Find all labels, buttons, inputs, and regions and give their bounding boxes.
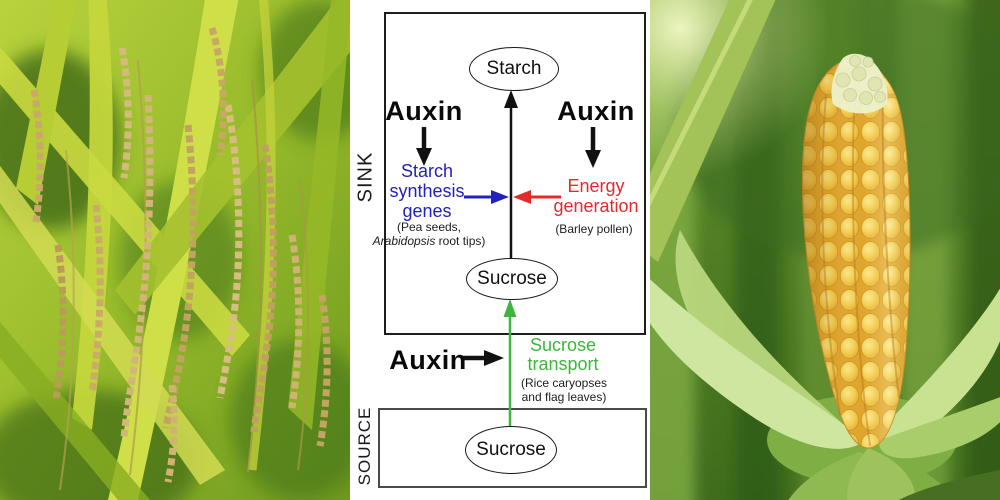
- starch-synthesis-line1: Starch: [400, 161, 454, 181]
- sink-sucrose-node: Sucrose: [466, 258, 558, 300]
- energy-generation-label: Energy generation: [553, 176, 638, 216]
- corn-ear: [801, 53, 911, 449]
- sink-sucrose-text: Sucrose: [477, 268, 547, 289]
- root-tips-text: root tips): [435, 233, 486, 248]
- corn-ear-photo: [650, 0, 1000, 500]
- energy-generation-line1: Energy: [567, 176, 625, 196]
- starch-synthesis-genes-label: Starch synthesis genes: [389, 161, 464, 221]
- auxin-label-left: Auxin: [385, 96, 463, 126]
- source-label: SOURCE: [355, 406, 374, 486]
- auxin-transport-diagram: SINK SOURCE Starch Sucrose Sucrose Auxin…: [350, 0, 650, 500]
- starch-node: Starch: [469, 47, 559, 91]
- rice-caryopses-caption-line1: (Rice caryopses: [520, 376, 608, 390]
- sucrose-transport-line1: Sucrose: [529, 335, 597, 355]
- sucrose-transport-line2: transport: [527, 354, 599, 374]
- rice-plants-photo: [0, 0, 350, 500]
- auxin-label-bottom: Auxin: [389, 345, 467, 375]
- sucrose-transport-label: Sucrose transport: [527, 336, 598, 374]
- pea-seeds-caption: (Pea seeds, Arabidopsis root tips): [372, 220, 486, 249]
- pea-seeds-caption-line2: Arabidopsis root tips): [372, 233, 486, 249]
- rice-caryopses-caption: (Rice caryopses and flag leaves): [520, 376, 608, 404]
- energy-generation-line2: generation: [553, 196, 639, 216]
- auxin-label-right: Auxin: [557, 96, 635, 126]
- source-sucrose-node: Sucrose: [465, 426, 557, 474]
- starch-node-text: Starch: [486, 58, 542, 79]
- source-sucrose-text: Sucrose: [476, 439, 546, 460]
- starch-synthesis-line2: synthesis: [389, 181, 465, 201]
- arrowhead-auxin-bottom-right: [484, 350, 504, 366]
- pea-seeds-caption-line1: (Pea seeds,: [396, 220, 462, 234]
- kernel-row-lines: [821, 67, 900, 447]
- starch-synthesis-line3: genes: [402, 201, 452, 221]
- sink-label: SINK: [354, 151, 377, 203]
- rice-panicles: [30, 27, 331, 483]
- rice-caryopses-caption-line2: and flag leaves): [521, 389, 607, 404]
- arabidopsis-italic: Arabidopsis: [372, 233, 436, 248]
- corn-stalk: [650, 0, 776, 262]
- corn-ear-tip: [831, 53, 888, 114]
- barley-pollen-caption: (Barley pollen): [555, 222, 633, 236]
